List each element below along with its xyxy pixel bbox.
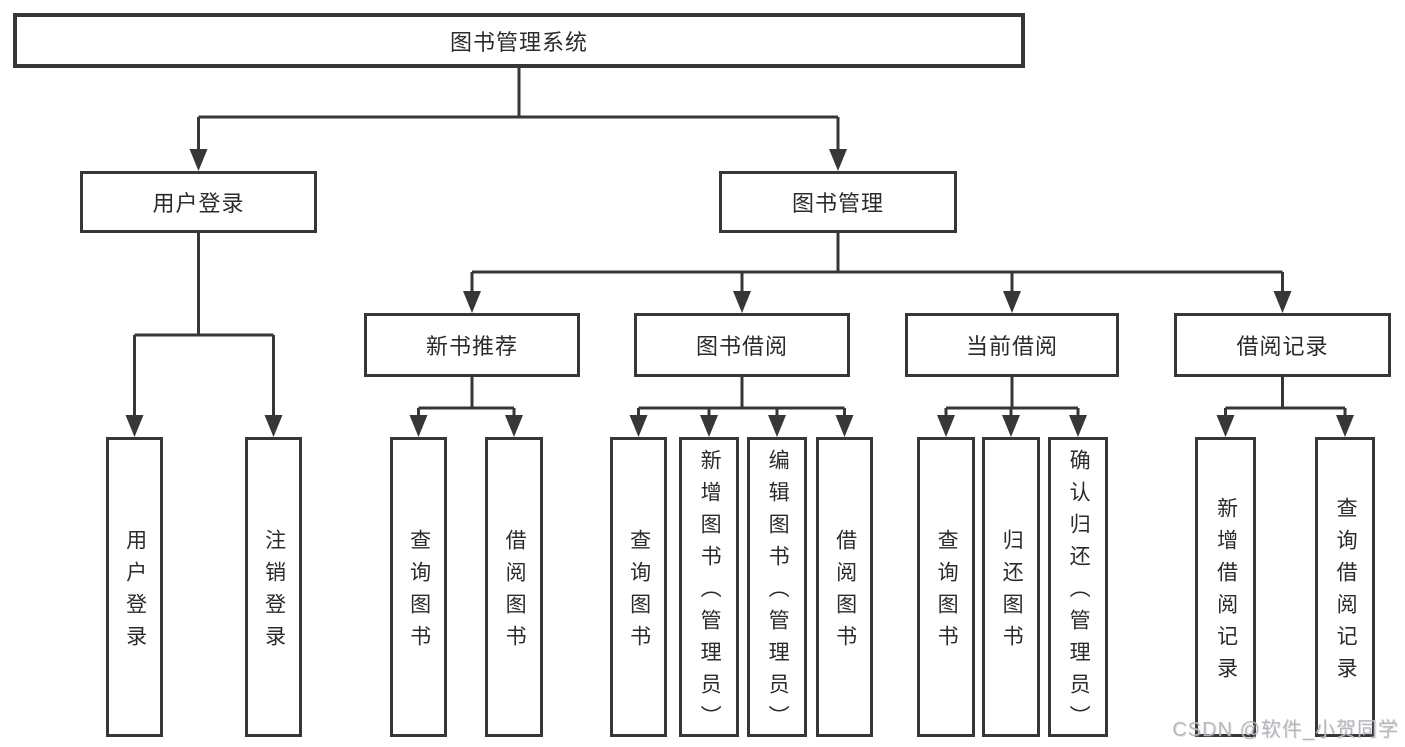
- leaf-edit-book-admin: 编辑图书（管理员）: [747, 437, 807, 737]
- node-borrow-records: 借阅记录: [1174, 313, 1391, 377]
- leaf-logout: 注销登录: [245, 437, 302, 737]
- node-label: 查询图书: [627, 528, 651, 657]
- node-label: 查询图书: [935, 528, 959, 657]
- node-label: 新增图书（管理员）: [698, 448, 722, 737]
- node-label: 用户登录: [152, 191, 245, 216]
- node-label: 编辑图书（管理员）: [766, 448, 790, 737]
- leaf-confirm-return-admin: 确认归还（管理员）: [1048, 437, 1108, 737]
- node-user-login: 用户登录: [80, 171, 317, 233]
- node-book-management: 图书管理: [719, 171, 957, 233]
- node-label: 注销登录: [262, 528, 286, 657]
- leaf-query-books-borrow: 查询图书: [610, 437, 667, 737]
- leaf-add-borrow-record: 新增借阅记录: [1195, 437, 1256, 737]
- leaf-borrow-books-recommend: 借阅图书: [485, 437, 543, 737]
- leaf-query-books-current: 查询图书: [917, 437, 975, 737]
- node-label: 当前借阅: [965, 334, 1058, 359]
- node-label: 借阅图书: [503, 528, 527, 657]
- node-label: 查询图书: [407, 528, 431, 657]
- leaf-borrow-books: 借阅图书: [816, 437, 873, 737]
- node-new-book-recommend: 新书推荐: [364, 313, 580, 377]
- node-label: 用户登录: [123, 528, 147, 657]
- node-current-borrow: 当前借阅: [905, 313, 1119, 377]
- node-label: 图书借阅: [695, 334, 788, 359]
- watermark: CSDN @软件_小贺同学: [1172, 719, 1399, 741]
- leaf-return-books: 归还图书: [982, 437, 1040, 737]
- node-label: 归还图书: [1000, 528, 1024, 657]
- leaf-query-books-recommend: 查询图书: [390, 437, 447, 737]
- node-label: 新增借阅记录: [1214, 496, 1238, 689]
- node-label: 图书管理: [791, 191, 884, 216]
- leaf-user-login: 用户登录: [106, 437, 163, 737]
- node-label: 借阅图书: [833, 528, 857, 657]
- node-library-system: 图书管理系统: [13, 13, 1025, 68]
- node-label: 确认归还（管理员）: [1067, 448, 1091, 737]
- node-label: 借阅记录: [1236, 334, 1329, 359]
- node-label: 图书管理系统: [449, 29, 588, 55]
- node-label: 新书推荐: [425, 334, 518, 359]
- leaf-add-book-admin: 新增图书（管理员）: [679, 437, 739, 737]
- node-book-borrow: 图书借阅: [634, 313, 850, 377]
- node-label: 查询借阅记录: [1334, 496, 1358, 689]
- leaf-query-borrow-record: 查询借阅记录: [1315, 437, 1375, 737]
